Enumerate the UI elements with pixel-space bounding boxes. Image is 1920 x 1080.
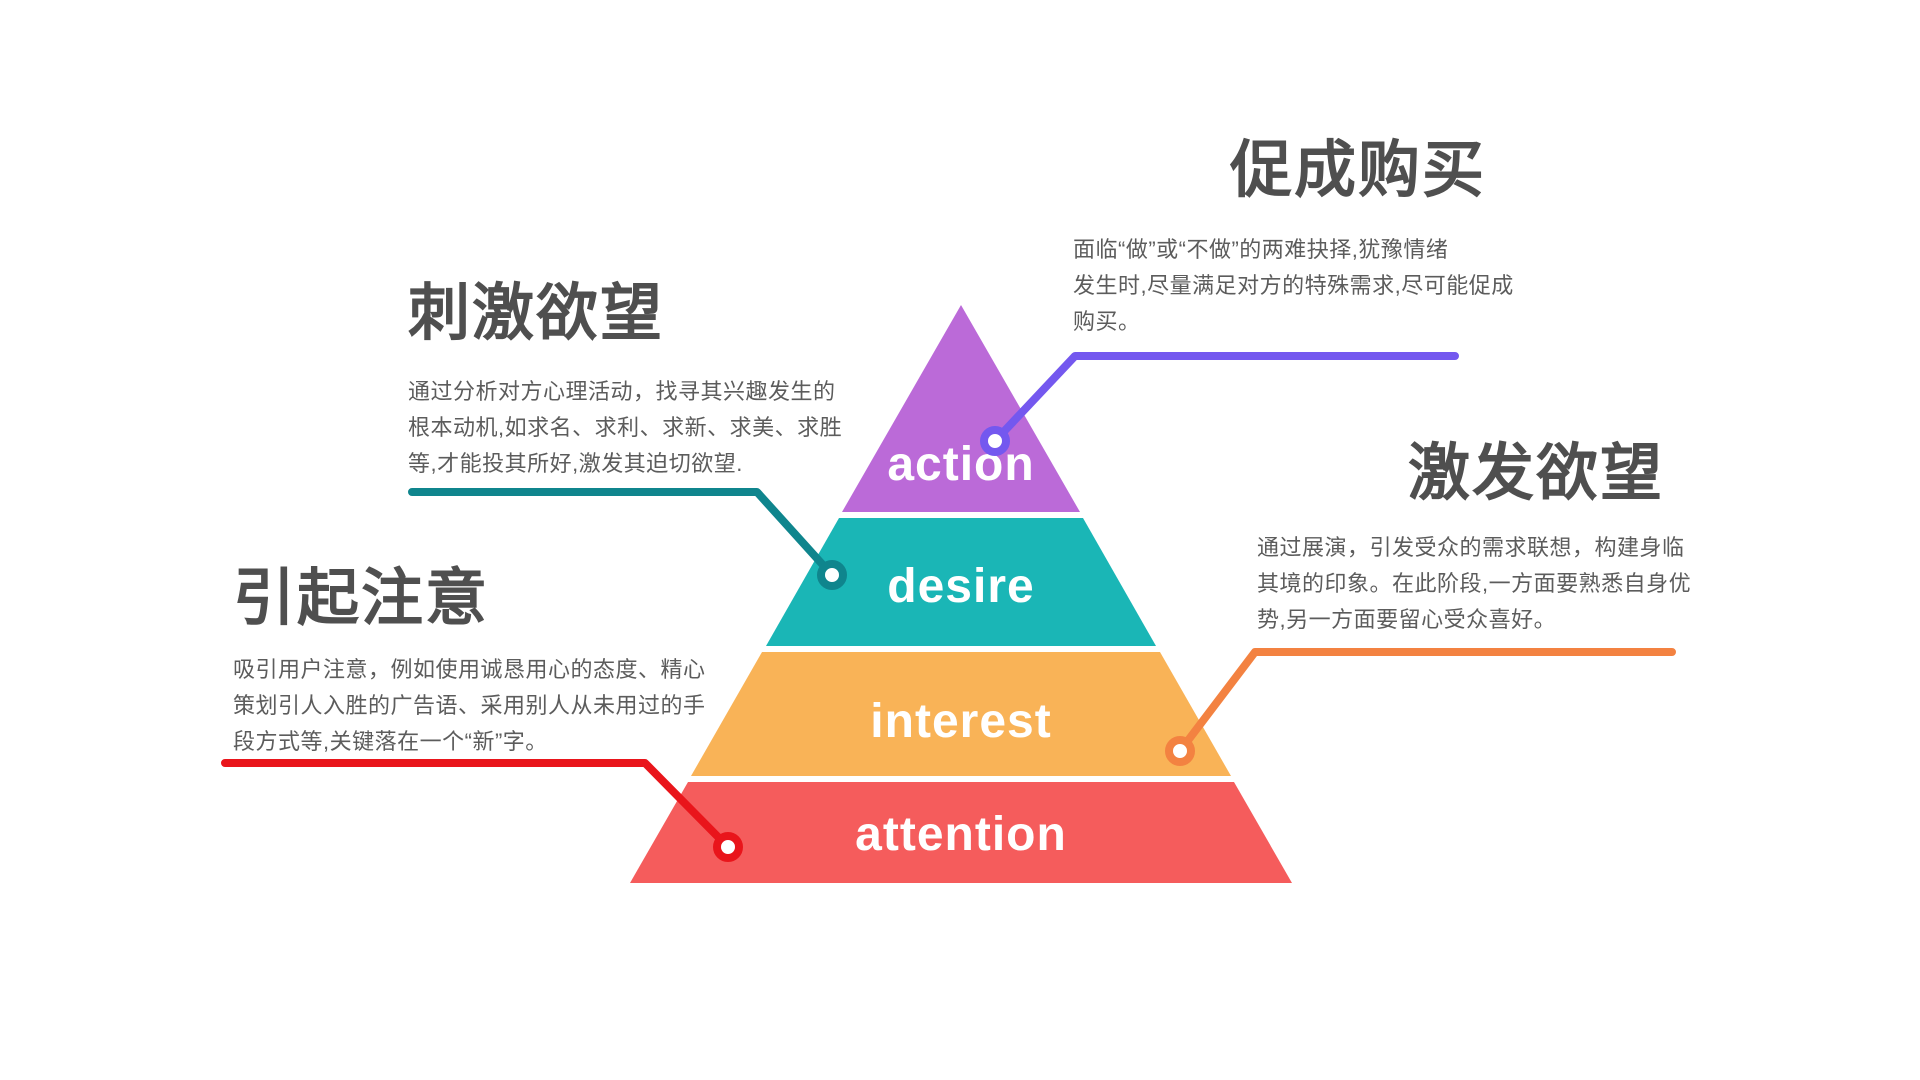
pyramid-label-interest: interest — [870, 695, 1051, 748]
connector-dot-promote — [980, 426, 1010, 456]
pyramid-label-action: action — [887, 438, 1034, 491]
pyramid-layer-attention — [630, 782, 1292, 883]
pyramid-layer-interest — [691, 652, 1231, 776]
annotation-body-attract: 吸引用户注意，例如使用诚恳用心的态度、精心 策划引人入胜的广告语、采用别人从未用… — [233, 657, 706, 754]
pyramid-label-desire: desire — [887, 560, 1034, 613]
annotation-title-attract: 引起注意 — [233, 564, 490, 633]
annotation-body-promote: 面临“做”或“不做”的两难抉择,犹豫情绪 发生时,尽量满足对方的特殊需求,尽可能… — [1073, 237, 1514, 334]
connector-line-stimulate — [408, 488, 836, 579]
annotation-body-inspire: 通过展演，引发受众的需求联想，构建身临 其境的印象。在此阶段,一方面要熟悉自身优… — [1257, 535, 1692, 632]
pyramid-layer-desire — [766, 518, 1156, 646]
pyramid-layer-action — [842, 305, 1080, 512]
connector-dot-inspire — [1165, 736, 1195, 766]
connector-dot-stimulate — [817, 560, 847, 590]
annotation-title-inspire: 激发欲望 — [1408, 439, 1665, 508]
connector-line-attract — [221, 759, 732, 851]
pyramid-label-attention: attention — [855, 808, 1067, 861]
connector-dot-attract — [713, 832, 743, 862]
annotation-body-stimulate: 通过分析对方心理活动，找寻其兴趣发生的 根本动机,如求名、求利、求新、求美、求胜… — [408, 379, 843, 476]
connector-line-inspire — [1176, 648, 1676, 755]
connector-line-promote — [991, 352, 1459, 445]
annotation-title-promote: 促成购买 — [1230, 136, 1487, 205]
annotation-title-stimulate: 刺激欲望 — [408, 279, 665, 348]
